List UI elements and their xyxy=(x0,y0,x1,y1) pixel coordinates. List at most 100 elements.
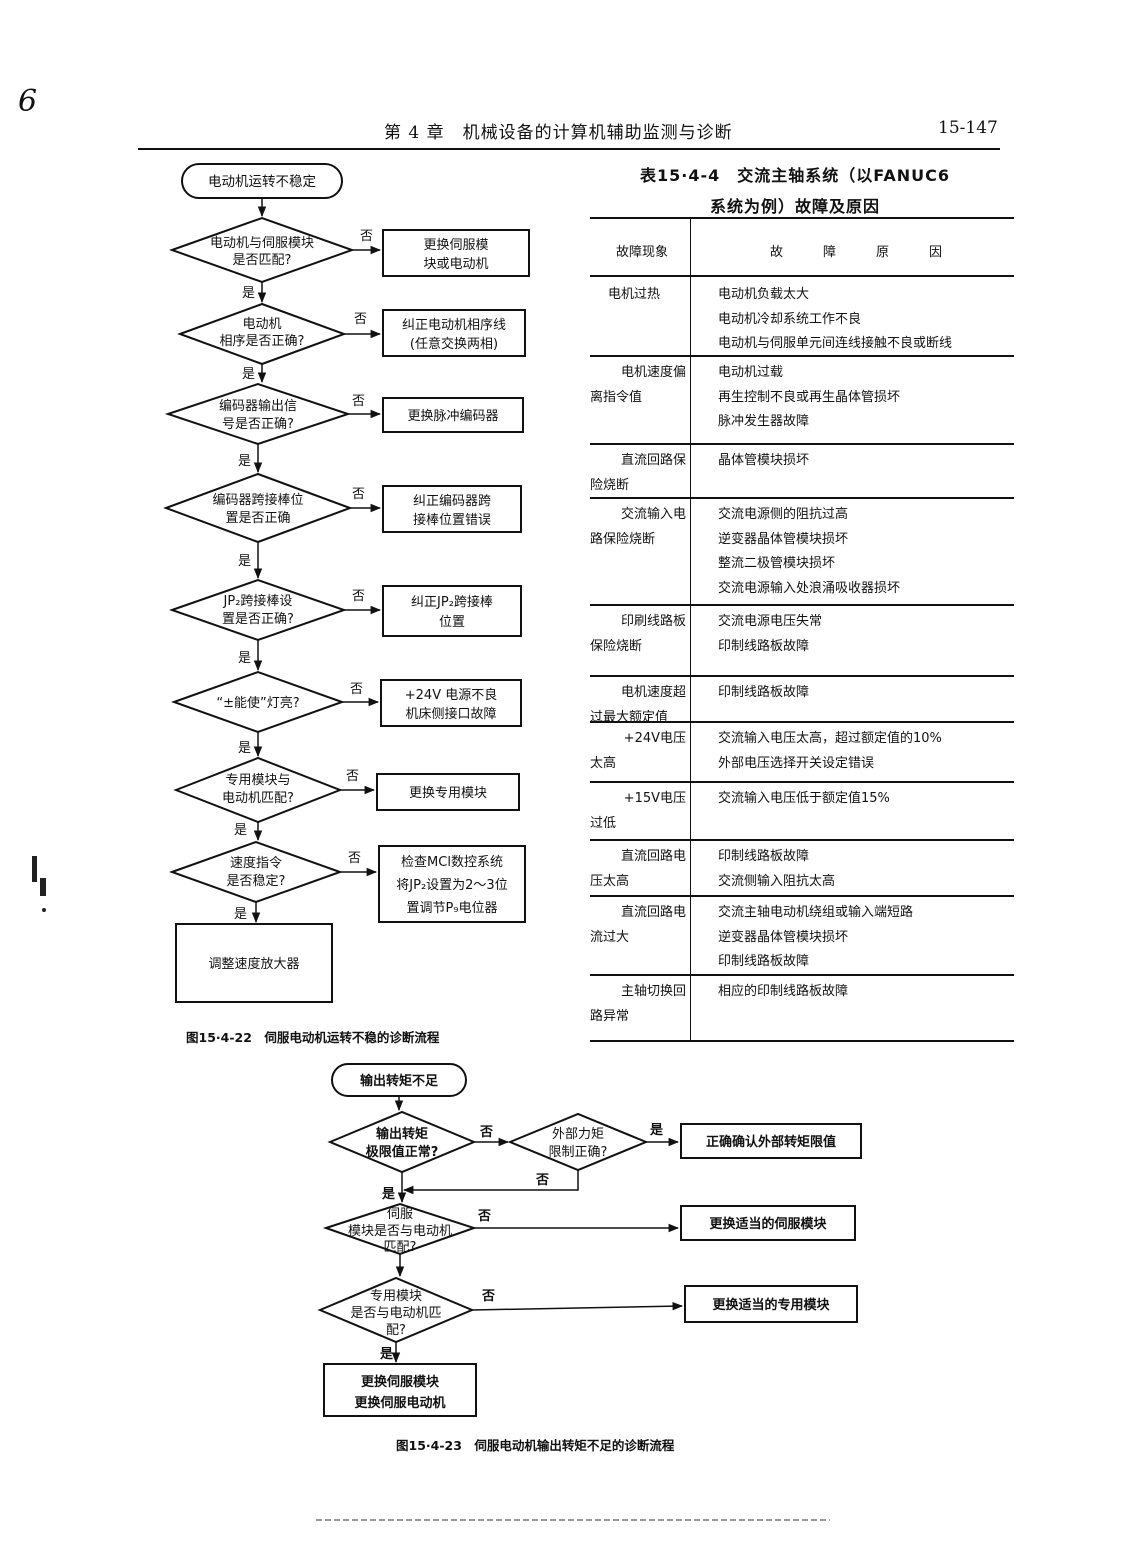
flow2-d4-no: 否 xyxy=(481,1289,495,1304)
table-row-symptom: 电机速度超过最大额定值 xyxy=(590,681,686,730)
flow1-d8-line2: 是否稳定? xyxy=(227,873,286,889)
symptom-text: 主轴切换回 xyxy=(620,984,686,999)
flow1-d7-line1: 专用模块与 xyxy=(225,773,290,788)
symptom-text: +15V电压 xyxy=(623,791,686,806)
symptom-text: 离指令值 xyxy=(590,389,643,405)
symptom-text: 险烧断 xyxy=(590,477,630,493)
flow2-d2-line2: 限制正确? xyxy=(549,1145,608,1160)
table-row-causes: 交流输入电压低于额定值15% xyxy=(718,787,1018,812)
table-row-causes: 印制线路板故障交流侧输入阻抗太高 xyxy=(718,845,1018,894)
flow1-d6-line1: “±能使”灯亮? xyxy=(216,695,299,711)
flow2-action-4 xyxy=(684,1285,858,1323)
flow1-d2-line2: 相序是否正确? xyxy=(220,334,305,349)
header-rule xyxy=(138,148,1000,150)
table-row-divider xyxy=(590,974,1014,976)
flow1-d2-yes: 是 xyxy=(242,367,255,382)
fault-table: 故障现象 故障原因 电机过热电动机负载太大电动机冷却系统工作不良电动机与伺服单元… xyxy=(590,217,1014,1042)
cause-text: 外部电压选择开关设定错误 xyxy=(718,755,875,771)
flow1-action-6 xyxy=(380,679,522,727)
flow1-d1-line1: 电动机与伺服模块 xyxy=(210,236,314,251)
corner-mark: 6 xyxy=(18,84,38,119)
flow1-d4-no: 否 xyxy=(352,487,365,502)
table-row-symptom: 交流输入电路保险烧断 xyxy=(590,503,686,552)
table-row-causes: 印制线路板故障 xyxy=(718,681,1018,706)
flow1-a5-line1: 纠正JP₂跨接棒 xyxy=(411,594,493,610)
symptom-text: 交流输入电 xyxy=(620,507,686,522)
flow1-d6-yes: 是 xyxy=(238,741,251,756)
flow1-start-text: 电动机运转不稳定 xyxy=(208,174,316,190)
table-row-divider xyxy=(590,675,1014,677)
flow1-d2-line1: 电动机 xyxy=(242,317,281,332)
table-row-symptom: 电机速度偏离指令值 xyxy=(590,361,686,410)
table-row-divider xyxy=(590,497,1014,499)
flow2-d3-no: 否 xyxy=(477,1209,491,1224)
symptom-text: +24V电压 xyxy=(623,731,686,746)
table-row-causes: 交流电源侧的阻抗过高逆变器晶体管模块损坏整流二极管模块损坏交流电源输入处浪涌吸收… xyxy=(718,503,1018,601)
flow1-a8-line2: 将JP₂设置为2～3位 xyxy=(396,878,507,893)
table-row-divider xyxy=(590,604,1014,606)
chapter-title: 第 4 章 机械设备的计算机辅助监测与诊断 xyxy=(384,123,733,143)
table-row-symptom: 印刷线路板保险烧断 xyxy=(590,610,686,659)
flow1-d4-yes: 是 xyxy=(238,554,251,569)
cause-text: 印制线路板故障 xyxy=(718,685,810,700)
flow2-start-text: 输出转矩不足 xyxy=(360,1073,439,1089)
symptom-text: 过最大额定值 xyxy=(590,709,669,725)
cause-text: 交流输入电压太高，超过额定值的10% xyxy=(718,731,942,746)
flow2-d1-yes: 是 xyxy=(381,1187,396,1202)
cause-text: 整流二极管模块损坏 xyxy=(718,556,836,572)
flow2-d1-line2: 极限值正常? xyxy=(366,1144,439,1160)
flow1-a7-line1: 更换专用模块 xyxy=(409,786,487,801)
flow1-a5-line2: 位置 xyxy=(439,615,465,630)
flow1-action-7 xyxy=(376,773,520,811)
flow2-a3-text: 更换适当的伺服模块 xyxy=(709,1216,827,1232)
flow1-a3-line1: 更换脉冲编码器 xyxy=(407,409,498,424)
cause-text: 印制线路板故障 xyxy=(718,954,810,970)
scan-mark xyxy=(32,856,37,882)
flow1-decision-3 xyxy=(164,382,352,446)
cause-text: 印制线路板故障 xyxy=(718,638,810,654)
symptom-text: 保险烧断 xyxy=(590,638,643,654)
flow2-d3-line2: 模块是否与电动机 xyxy=(348,1224,452,1239)
flow1-d1-no: 否 xyxy=(360,229,373,244)
flow2-d1-line1: 输出转矩 xyxy=(376,1126,428,1142)
cause-text: 脉冲发生器故障 xyxy=(718,414,810,430)
flow1-caption: 图15·4-22 伺服电动机运转不稳的诊断流程 xyxy=(186,1030,440,1045)
flow1-action-3 xyxy=(382,397,524,433)
flow1-a6-line1: +24V 电源不良 xyxy=(405,687,497,703)
cause-text: 交流主轴电动机绕组或输入端短路 xyxy=(718,905,914,920)
table-row-divider xyxy=(590,895,1014,897)
cause-text: 交流输入电压低于额定值15% xyxy=(718,791,890,806)
flow2-d2-yes: 是 xyxy=(649,1123,664,1138)
symptom-text: 压太高 xyxy=(590,873,630,889)
symptom-text: 路保险烧断 xyxy=(590,531,656,547)
table-row-divider xyxy=(590,781,1014,783)
flow1-decision-7 xyxy=(173,756,343,824)
flow1-d1-yes: 是 xyxy=(242,286,255,301)
flow1-d7-no: 否 xyxy=(346,769,359,784)
symptom-text: 电机过热 xyxy=(608,287,661,302)
flow1-decision-4 xyxy=(163,472,353,544)
flow2-d2-no: 否 xyxy=(535,1173,549,1188)
table-row-causes: 交流输入电压太高，超过额定值的10% 外部电压选择开关设定错误 xyxy=(718,727,1018,776)
table-row-symptom: 直流回路电流过大 xyxy=(590,901,686,950)
symptom-text: 直流回路电 xyxy=(620,905,686,920)
flow2-caption: 图15·4-23 伺服电动机输出转矩不足的诊断流程 xyxy=(396,1438,675,1453)
symptom-text: 直流回路保 xyxy=(620,453,686,468)
flow2-a2-text: 正确确认外部转矩限值 xyxy=(706,1134,836,1150)
flow2-d4-line2: 是否与电动机匹 xyxy=(350,1306,441,1321)
scan-mark xyxy=(42,908,46,912)
symptom-text: 直流回路电 xyxy=(620,849,686,864)
flow1-a6-line2: 机床侧接口故障 xyxy=(405,706,496,722)
flow2-action-2 xyxy=(680,1123,862,1159)
flow1-action-5 xyxy=(382,585,522,637)
symptom-text: 电机速度超 xyxy=(620,685,686,700)
table-row-symptom: 电机过热 xyxy=(590,283,686,308)
flow1-d4-line2: 置是否正确 xyxy=(225,511,290,526)
cause-text: 再生控制不良或再生晶体管损坏 xyxy=(718,389,901,405)
flow2-d4-line1: 专用模块 xyxy=(370,1289,422,1304)
flow1-a4-line2: 接棒位置错误 xyxy=(413,512,491,528)
table-row-symptom: 直流回路保险烧断 xyxy=(590,449,686,498)
flow1-d5-yes: 是 xyxy=(238,651,251,666)
flow1-a1-line1: 更换伺服模 xyxy=(423,238,488,253)
